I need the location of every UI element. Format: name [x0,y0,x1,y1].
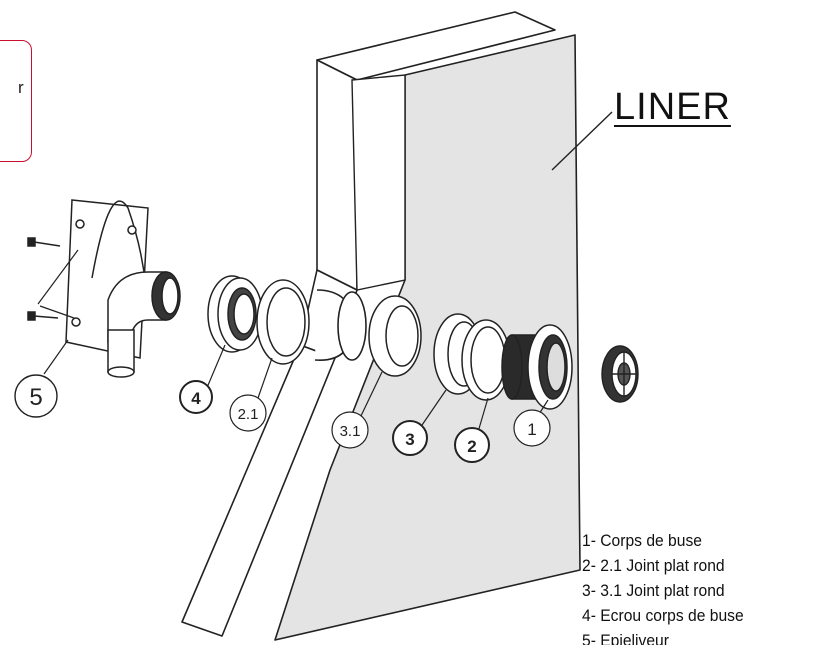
leader-lines [43,339,549,433]
callout-1: 1 [513,409,551,447]
nozzle-body-part [501,324,573,410]
callout-5: 5 [14,374,58,418]
callout-2-1: 2.1 [229,394,267,432]
liner-pointer-line [551,111,613,171]
nozzle-insert-part [601,345,639,403]
screws [27,237,79,321]
gasket-3-1-part [368,295,422,377]
callout-3-1: 3.1 [331,411,369,449]
legend-item: 3- 3.1 Joint plat rond [582,581,725,600]
callout-text: r [18,78,24,97]
callout-4: 4 [179,380,213,414]
svg-text:1: 1 [527,420,536,439]
svg-text:5: 5 [29,384,42,411]
svg-text:4: 4 [191,389,201,408]
liner-panel [274,34,581,641]
callout-box [0,40,32,162]
gasket-2-part [461,319,511,401]
callout-3: 3 [392,420,428,456]
callout-2: 2 [454,427,490,463]
gasket-2-1-part [256,279,310,365]
nut-part [207,275,263,353]
legend-item: 2- 2.1 Joint plat rond [582,556,725,575]
liner-label: LINER [614,86,731,128]
wall-pipe [314,289,367,361]
svg-text:3: 3 [405,430,414,449]
legend-item: 4- Ecrou corps de buse [582,606,744,625]
parts-legend: 1- Corps de buse 2- 2.1 Joint plat rond … [582,528,826,645]
svg-text:3.1: 3.1 [340,423,361,440]
bracket-elbow-part [65,199,181,378]
legend-item: 1- Corps de buse [582,531,702,550]
legend-item: 5- Epieliveur [582,631,669,645]
svg-text:2: 2 [467,437,476,456]
svg-text:2.1: 2.1 [238,406,259,423]
